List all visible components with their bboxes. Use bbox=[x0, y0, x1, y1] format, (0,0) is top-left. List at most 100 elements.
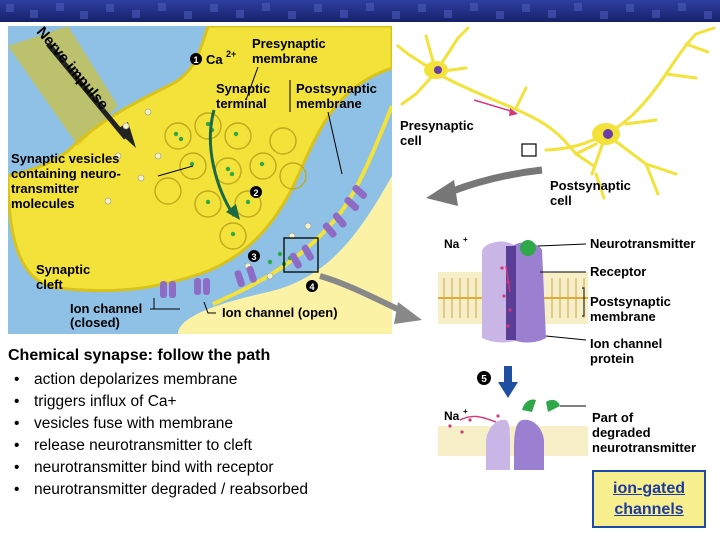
degraded-label-line1: Part of bbox=[592, 410, 634, 425]
zoom-connector bbox=[319, 273, 422, 324]
presynaptic-nucleus bbox=[434, 66, 442, 74]
na-superscript-bottom: + bbox=[463, 407, 468, 416]
vesicle-path-arrowhead bbox=[226, 204, 240, 220]
na-label-bottom: Na bbox=[444, 409, 460, 423]
diagram-caption: Chemical synapse: follow the path bbox=[8, 347, 271, 364]
ion-channel-open bbox=[289, 244, 314, 269]
na-label-top: Na bbox=[444, 237, 460, 251]
synapse-diagram: Nerve impulse 1 Ca 2+ bbox=[8, 26, 392, 334]
list-item: • neurotransmitter bind with receptor bbox=[14, 457, 308, 479]
nerve-impulse-arrow-line bbox=[46, 42, 128, 140]
step-text: triggers influx of Ca+ bbox=[34, 393, 177, 410]
postsynaptic-membrane-label-line2: membrane bbox=[296, 96, 362, 111]
step-5-marker bbox=[477, 371, 491, 385]
postsynaptic-membrane-label-line1: Postsynaptic bbox=[590, 294, 671, 309]
list-item: •release neurotransmitter to cleft bbox=[14, 435, 308, 457]
callout-line2: channels bbox=[614, 501, 684, 518]
ion-channel-open-label: Ion channel (open) bbox=[222, 305, 338, 320]
step-4-number: 4 bbox=[309, 282, 314, 292]
channel-closed-right bbox=[514, 419, 544, 470]
degraded-label-line2: degraded bbox=[592, 425, 651, 440]
ion-channel-protein-label-line2: protein bbox=[590, 351, 634, 366]
list-item: • triggers influx of Ca+ bbox=[14, 391, 308, 413]
vesicle-path-arrow bbox=[208, 109, 236, 217]
ion-channel-closed bbox=[160, 281, 176, 298]
zoom-arrow bbox=[448, 166, 543, 196]
ion-channel-closed-pointer bbox=[150, 298, 180, 310]
degraded-fragment-right bbox=[546, 399, 560, 412]
degraded-fragment-left bbox=[522, 399, 536, 412]
postsynaptic-membrane-label-line2: membrane bbox=[590, 309, 656, 324]
neurotransmitter-molecule bbox=[520, 240, 536, 256]
channel-right-half bbox=[510, 242, 546, 343]
postsynaptic-cell-label-line2: cell bbox=[550, 193, 572, 208]
presynaptic-cell-label-line1: Presynaptic bbox=[400, 118, 474, 133]
presynaptic-cell-label-line1b: cell bbox=[400, 133, 422, 148]
neurotransmitter-dots bbox=[173, 121, 293, 267]
step-text: release neurotransmitter to cleft bbox=[34, 437, 252, 454]
membrane-bracket bbox=[582, 287, 585, 317]
synaptic-vesicles-label-line1: Synaptic vesicles bbox=[11, 151, 119, 166]
presynaptic-membrane-label-line1: Presynaptic bbox=[252, 36, 326, 51]
ion-channel-closed-label-line2: (closed) bbox=[70, 315, 120, 330]
step-2-number: 2 bbox=[253, 188, 258, 198]
ion-channels-open bbox=[234, 184, 368, 288]
step-3-marker bbox=[248, 250, 260, 262]
vesicles-pointer bbox=[157, 165, 194, 177]
postsynaptic-cell-body bbox=[178, 176, 392, 334]
zoom-connector-arrow bbox=[319, 273, 406, 315]
na-ions-bottom bbox=[448, 414, 500, 434]
synaptic-terminal bbox=[8, 26, 392, 293]
presynaptic-membrane-pointer bbox=[245, 66, 259, 101]
zoom-box bbox=[283, 237, 319, 273]
bullet-icon: • bbox=[14, 371, 20, 388]
ion-channel-open-pointer bbox=[203, 301, 216, 314]
zoom-arrowhead bbox=[426, 180, 458, 206]
step-2-marker bbox=[250, 186, 262, 198]
step-text: action depolarizes membrane bbox=[34, 371, 238, 388]
step-5-number: 5 bbox=[481, 374, 487, 385]
ca-superscript: 2+ bbox=[226, 49, 236, 59]
ion-escape-arrow bbox=[459, 415, 497, 423]
list-item: • action depolarizes membrane bbox=[14, 369, 308, 391]
axon bbox=[8, 26, 118, 146]
presynaptic-neuron bbox=[396, 26, 598, 168]
synaptic-vesicles-label-line4: molecules bbox=[11, 196, 75, 211]
bullet-icon: • bbox=[14, 415, 20, 432]
steps-list: • action depolarizes membrane • triggers i… bbox=[14, 369, 308, 501]
signal-direction-arrow bbox=[473, 99, 515, 113]
step-5-arrowhead bbox=[498, 382, 518, 398]
vesicle-cluster bbox=[154, 112, 307, 250]
step-5-arrow-shaft bbox=[504, 366, 512, 382]
step-text: neurotransmitter bind with receptor bbox=[34, 459, 274, 476]
nerve-impulse-arrowhead bbox=[116, 122, 136, 148]
ion-channel-protein-pointer bbox=[545, 335, 587, 341]
synapse-zoom-box bbox=[521, 143, 537, 157]
list-item: •vesicles fuse with membrane bbox=[14, 413, 308, 435]
synaptic-vesicles-label-line2: containing neuro- bbox=[11, 166, 121, 181]
ca-label: Ca bbox=[206, 52, 223, 67]
step-1-marker bbox=[190, 53, 202, 65]
postsynaptic-membrane-pointer bbox=[327, 111, 343, 175]
step-4-marker bbox=[306, 280, 318, 292]
ion-channel-open bbox=[234, 265, 257, 288]
ion-flow-arrow bbox=[505, 265, 511, 293]
receptor-diagram: Na + Neurotransmitter Receptor Postsynap… bbox=[438, 235, 696, 470]
synaptic-vesicles-label-line3: transmitter bbox=[11, 181, 79, 196]
bullet-icon: • bbox=[14, 481, 20, 498]
bullet-icon: • bbox=[14, 393, 20, 410]
ion-channel-closed bbox=[194, 278, 210, 295]
ion-channel-protein-label-line1: Ion channel bbox=[590, 336, 662, 351]
channel-pore bbox=[506, 246, 516, 340]
ion-channel-open bbox=[322, 212, 347, 238]
step-text: neurotransmitter degraded / reabsorbed bbox=[34, 481, 308, 498]
postsynaptic-nucleus bbox=[603, 129, 613, 139]
list-item: • neurotransmitter degraded / reabsorbed bbox=[14, 479, 308, 501]
ion-channel-closed-label-line1: Ion channel bbox=[70, 301, 142, 316]
synaptic-cleft-label-line2: cleft bbox=[36, 277, 63, 292]
synaptic-terminal-label-line1: Synaptic bbox=[216, 81, 270, 96]
bullet-icon: • bbox=[14, 459, 20, 476]
membrane-bilayer-bottom bbox=[438, 426, 588, 456]
